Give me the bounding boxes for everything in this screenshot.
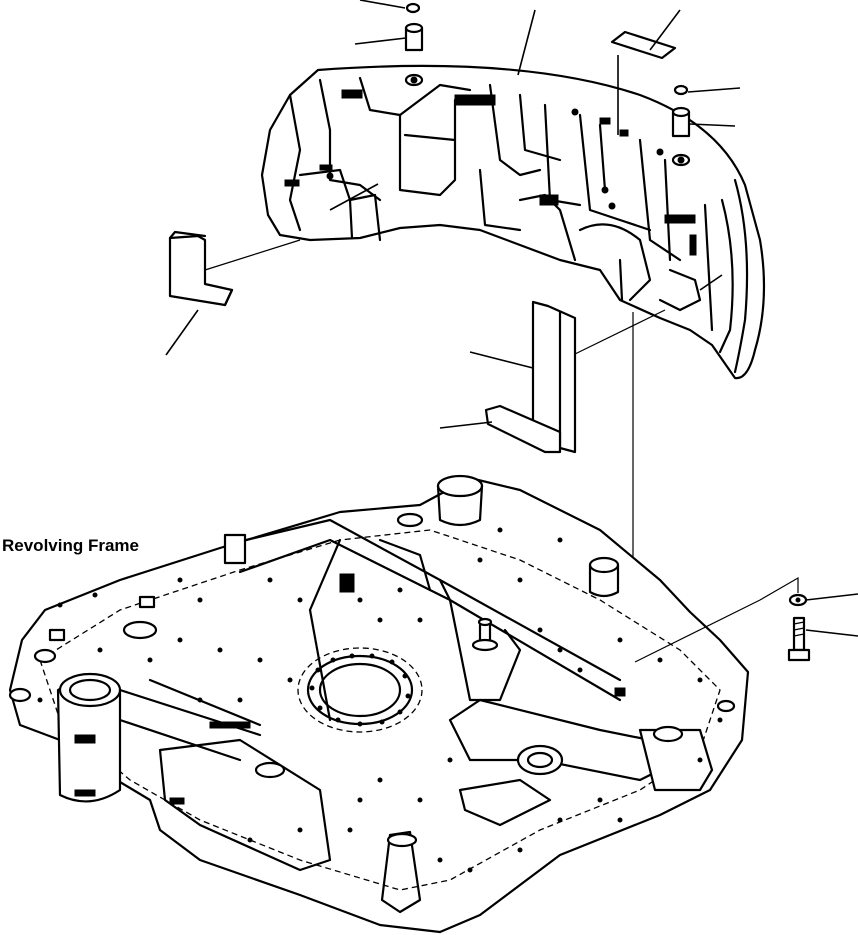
frame-washer bbox=[788, 593, 808, 607]
leader-lines-top bbox=[329, 0, 741, 291]
revolving-frame bbox=[8, 474, 750, 934]
frame-holes bbox=[37, 527, 723, 873]
plate-spacer bbox=[439, 300, 666, 454]
name-plate bbox=[610, 30, 677, 60]
leader-lines-bottom bbox=[634, 576, 858, 663]
top-bolt-right bbox=[671, 84, 691, 167]
l-spacer-left bbox=[165, 230, 301, 356]
frame-bolt bbox=[787, 616, 811, 662]
top-bolt-left bbox=[404, 2, 424, 87]
revolving-frame-label: Revolving Frame bbox=[2, 536, 139, 555]
swing-circle-bolt-holes bbox=[309, 653, 411, 727]
